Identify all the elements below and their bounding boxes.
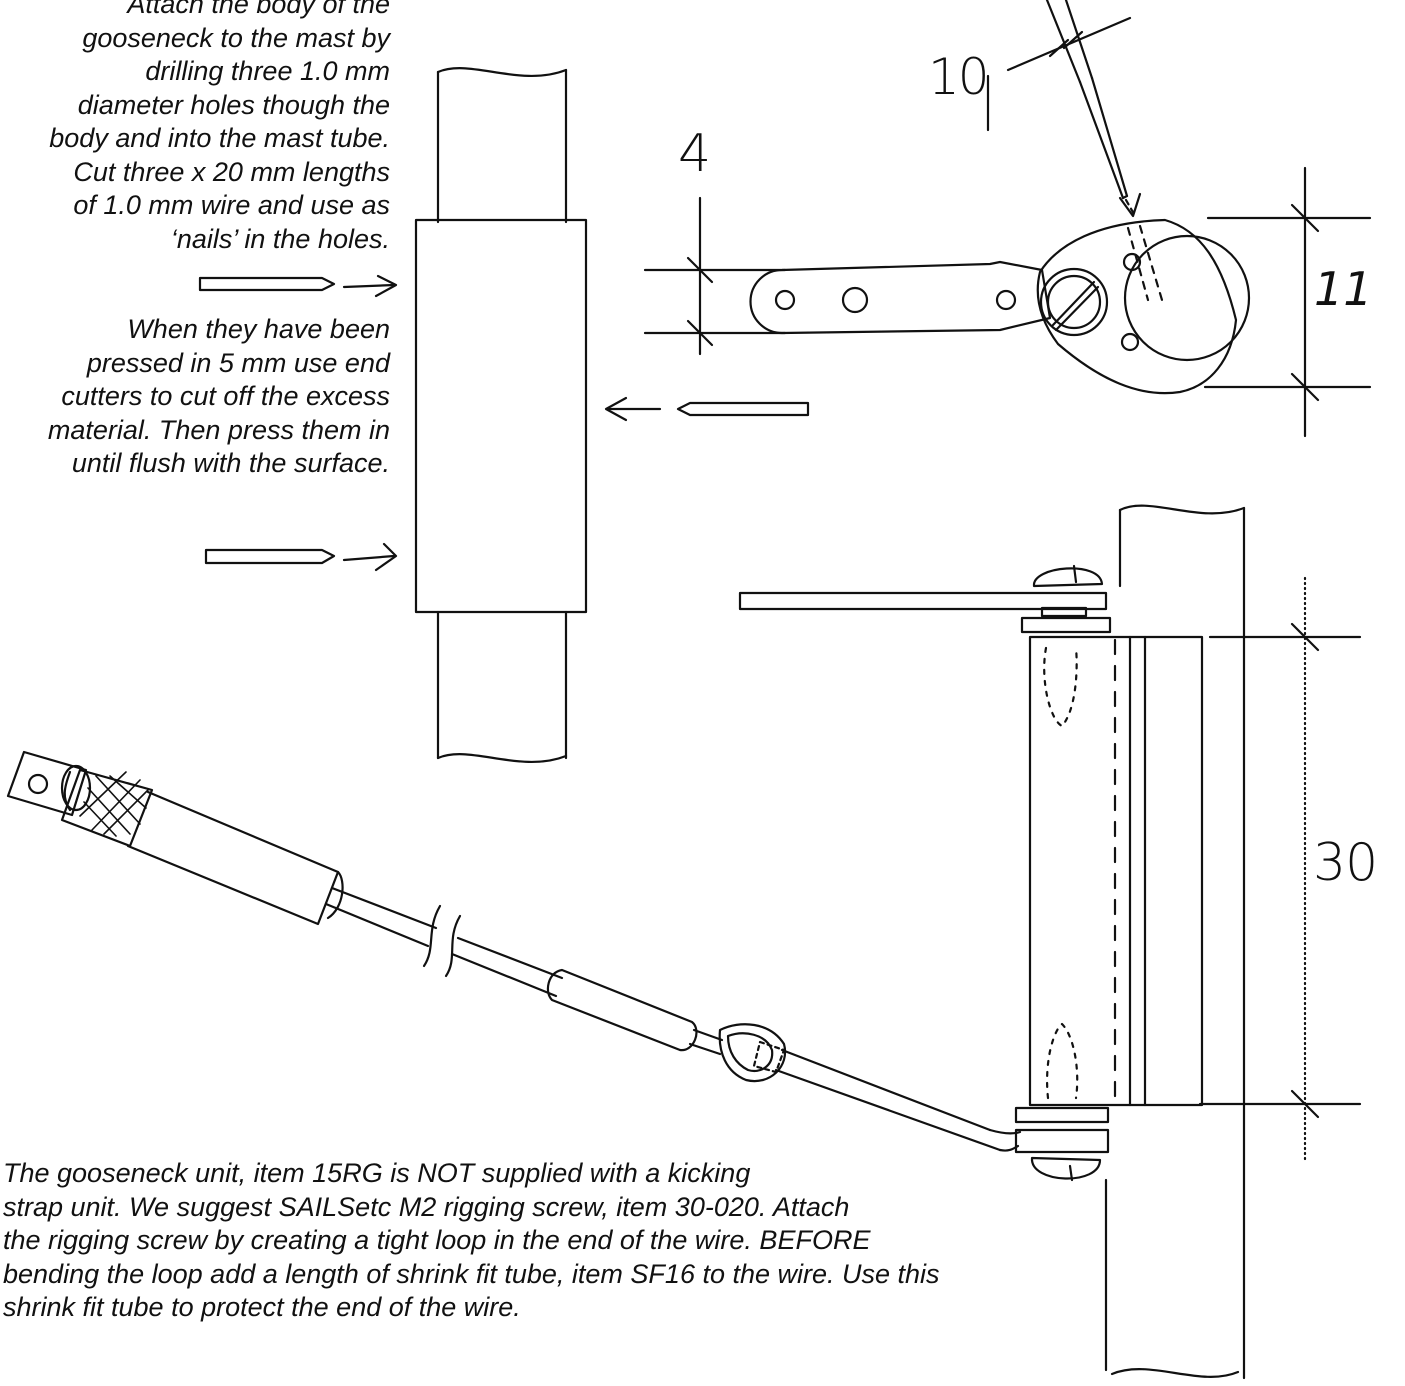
dim-10-lines	[988, 18, 1130, 130]
top-instructions: Attach the body of the gooseneck to the …	[0, 0, 390, 256]
dim-30-lines	[1200, 578, 1360, 1160]
instruction-line: pressed in 5 mm use end	[86, 347, 390, 378]
instruction-line: Attach the body of the	[127, 0, 390, 19]
instruction-line: ‘nails’ in the holes.	[170, 223, 390, 254]
rigging-screw	[8, 752, 1020, 1151]
dim-4-lines	[645, 198, 785, 354]
instruction-line: body and into the mast tube.	[49, 123, 390, 153]
instruction-line: The gooseneck unit, item 15RG is NOT sup…	[3, 1158, 751, 1188]
instruction-line: drilling three 1.0 mm	[145, 56, 390, 86]
dim-11-lines	[1205, 168, 1370, 436]
dimension-label-10: 10	[928, 48, 990, 106]
instruction-line: bending the loop add a length of shrink …	[3, 1258, 940, 1289]
bottom-screw-washers	[1016, 1108, 1108, 1180]
dimension-label-11: 11	[1314, 262, 1373, 316]
bottom-instructions: The gooseneck unit, item 15RG is NOT sup…	[3, 1157, 1063, 1325]
dimension-label-30: 30	[1313, 833, 1378, 893]
gooseneck-plan-view	[751, 0, 1250, 393]
mast-tube-left	[438, 68, 566, 762]
instruction-line: material. Then press them in	[47, 414, 390, 445]
boom-strap	[740, 593, 1106, 609]
top-screw-washers	[1022, 566, 1110, 632]
instruction-line: the rigging screw by creating a tight lo…	[3, 1225, 871, 1255]
gooseneck-side-body	[1030, 637, 1202, 1105]
instruction-line: When they have been	[127, 314, 390, 344]
mast-tube-right	[1106, 506, 1244, 1378]
instruction-line: strap unit. We suggest SAILSetc M2 riggi…	[3, 1191, 850, 1222]
gooseneck-body	[416, 220, 586, 612]
instruction-line: cutters to cut off the excess	[61, 381, 390, 411]
instruction-line: diameter holes though the	[77, 89, 390, 120]
dimension-label-4: 4	[678, 124, 712, 184]
instruction-line: of 1.0 mm wire and use as	[73, 190, 390, 220]
nail-pin-top	[200, 276, 396, 296]
nail-pin-middle	[606, 398, 808, 420]
instruction-line: shrink fit tube to protect the end of th…	[3, 1292, 521, 1322]
instruction-line: Cut three x 20 mm lengths	[73, 156, 390, 187]
nail-pin-bottom	[206, 544, 396, 570]
middle-instructions: When they have been pressed in 5 mm use …	[0, 313, 390, 481]
instruction-line: until flush with the surface.	[71, 448, 390, 478]
instruction-line: gooseneck to the mast by	[82, 22, 390, 53]
